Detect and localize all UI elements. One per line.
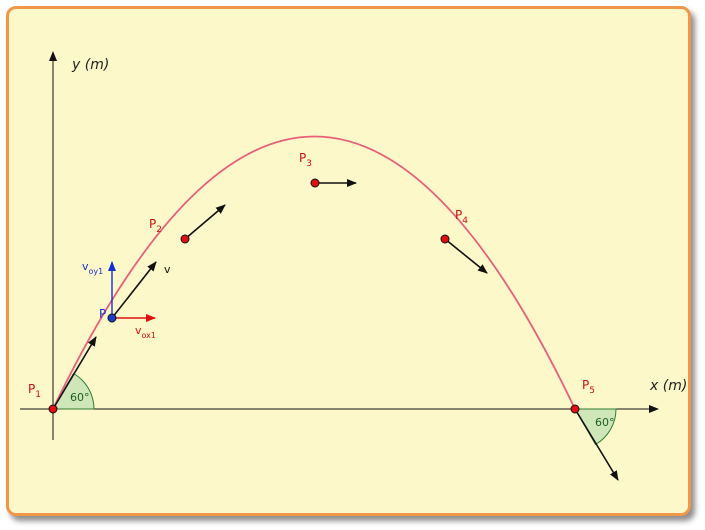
point-p5 [570, 404, 580, 414]
point-p2 [180, 234, 190, 244]
label-p2: P2 [149, 217, 162, 235]
diagram-panel [6, 6, 691, 516]
y-axis-label: y (m) [71, 57, 109, 73]
label-p1: P1 [28, 382, 41, 400]
impact-angle-label: 60° [595, 416, 615, 429]
velocity-arrow-p5 [574, 408, 619, 481]
label-p5: P5 [582, 378, 595, 396]
label-voy1: voy1 [82, 260, 103, 276]
point-p1 [48, 404, 58, 414]
velocity-arrow-p [111, 261, 157, 319]
velocity-arrow-p1 [52, 336, 97, 410]
velocity-arrow-p4 [444, 238, 488, 274]
velocity-arrow-p2 [184, 204, 226, 240]
point-p4 [440, 234, 450, 244]
label-p: P [99, 307, 106, 321]
trajectory-curve [52, 135, 576, 410]
label-vox1: vox1 [135, 324, 156, 340]
label-v: v [164, 263, 171, 276]
launch-angle-label: 60° [70, 391, 90, 404]
label-p4: P4 [455, 208, 468, 226]
point-p [107, 313, 117, 323]
x-axis-label: x (m) [649, 378, 687, 394]
label-p3: P3 [299, 151, 312, 169]
point-p3 [310, 178, 320, 188]
